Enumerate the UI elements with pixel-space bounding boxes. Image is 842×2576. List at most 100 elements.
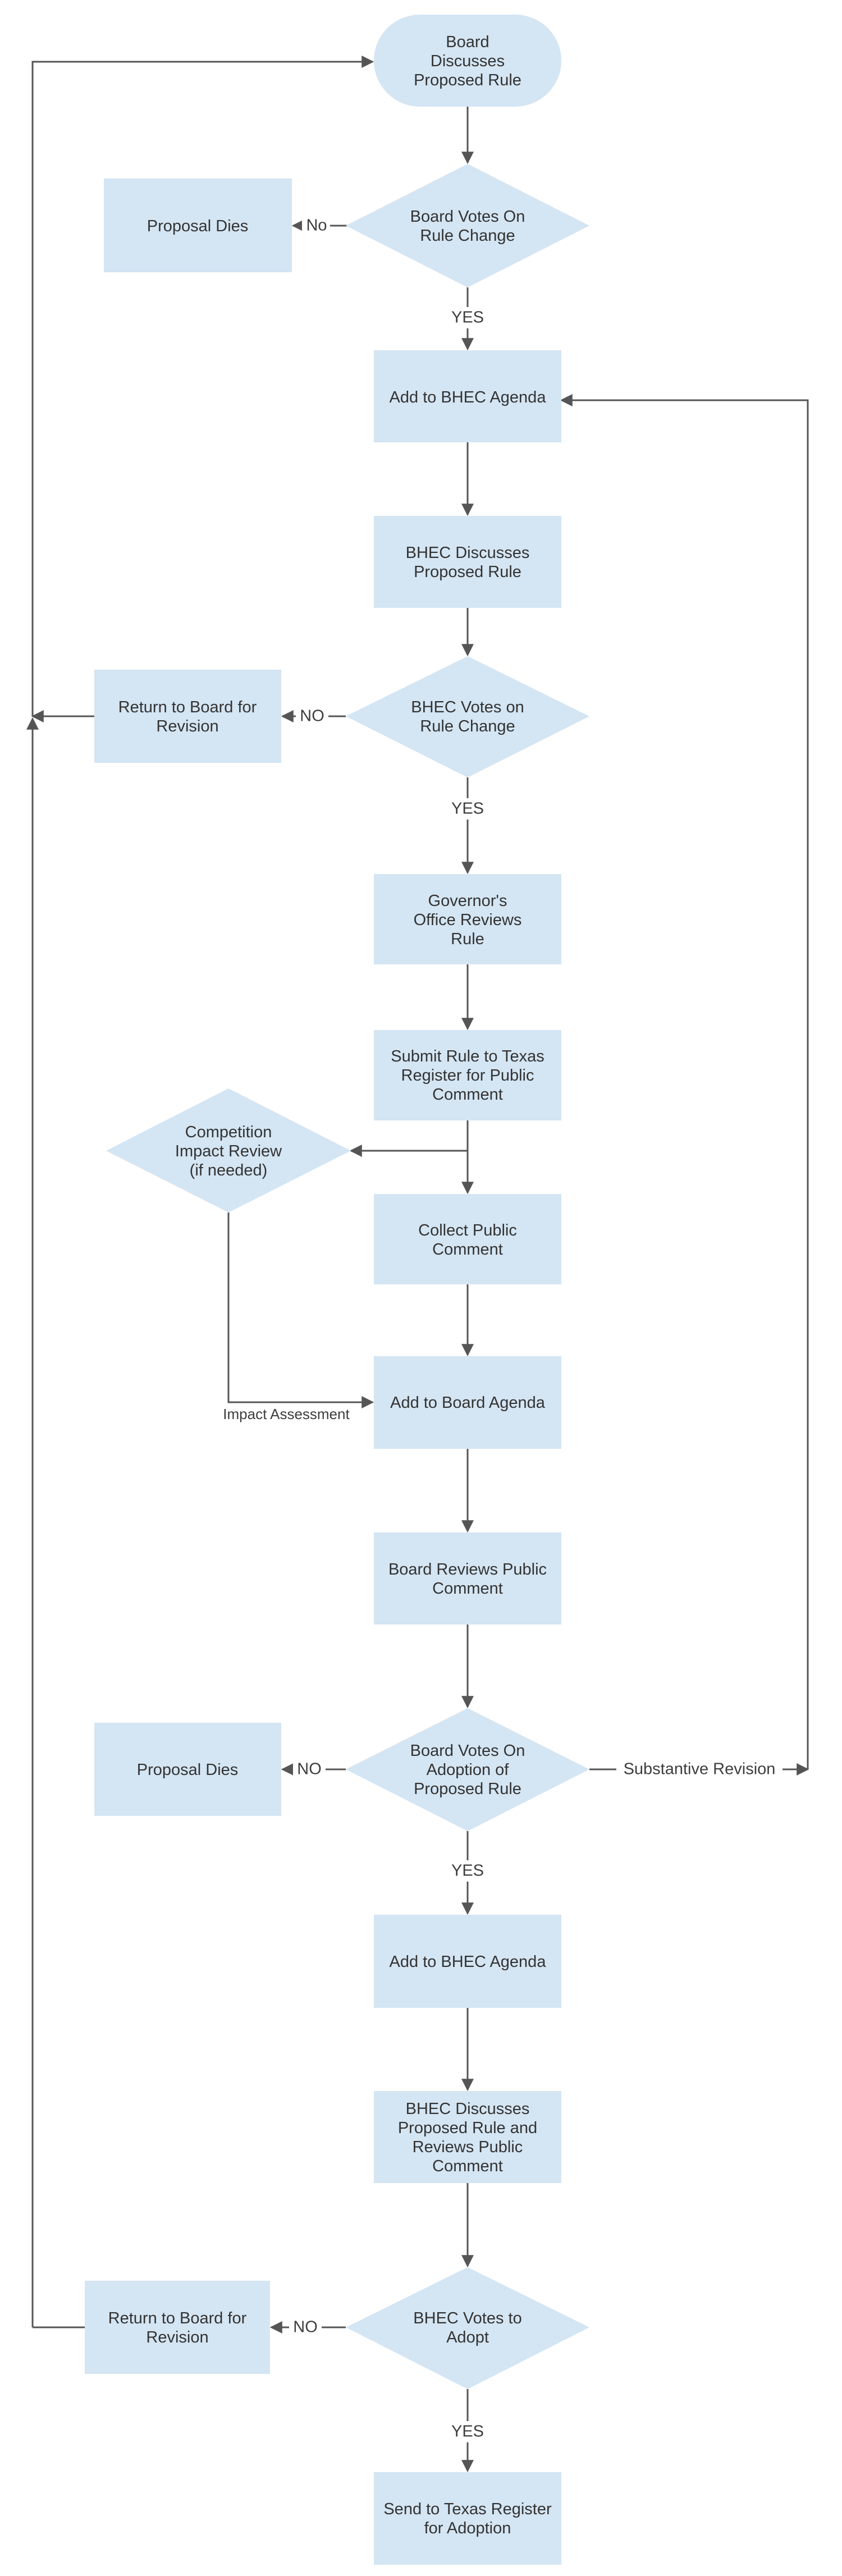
label-line: Rule Change [420,717,515,735]
label-line: Proposal Dies [147,217,249,235]
bhec-agenda2-box [374,1915,561,2008]
label-line: Add to BHEC Agenda [390,1953,547,1971]
label-line: Add to Board Agenda [390,1394,546,1412]
label-line: BHEC Discusses [406,544,530,562]
label-line: Proposed Rule [414,563,521,581]
dies1-label: Proposal Dies [147,217,249,235]
start-terminal [374,15,561,107]
label-line: Return to Board for [118,698,257,716]
label-line: Collect Public [418,1221,517,1239]
edge-label-yes3: YES [451,1862,484,1880]
label-line: Return to Board for [108,2309,247,2327]
impact-decision [106,1088,351,1212]
edge-label-no2: NO [300,707,324,725]
label-line: Competition [185,1123,272,1141]
send-box [374,2472,561,2565]
board-agenda-label: Add to Board Agenda [390,1394,546,1412]
label-line: Governor's [428,892,507,910]
label-line: Discusses [431,52,505,70]
label-line: BHEC Discusses [406,2100,530,2118]
label-line: Reviews Public [413,2138,523,2156]
label-line: Board Votes On [410,208,525,226]
label-line: Comment [432,2157,503,2175]
label-line: Office Reviews [414,911,522,929]
return2-box [85,2281,270,2374]
label-line: Send to Texas Register [383,2500,552,2518]
label-line: (if needed) [190,1161,268,1179]
board-review-box [374,1532,561,1625]
shapes [85,15,589,2565]
label-line: Revision [156,717,218,735]
bhec-discuss1-box [374,516,561,608]
return1-box [94,670,281,763]
label-line: Board Votes On [410,1742,525,1760]
label-line: Board [446,33,489,51]
board-agenda-box [374,1356,561,1449]
label-line: Add to BHEC Agenda [390,388,547,406]
connectors [26,56,809,2473]
edge-label-no4: NO [293,2318,318,2336]
connector-impact-to-board-agenda [227,1212,374,1408]
connector-revision-loop-to-bhec-agenda1 [560,394,809,1769]
label-line: Board Reviews Public [388,1561,547,1578]
edge-label-no1: No [306,217,327,235]
edge-label-yes4: YES [451,2423,484,2441]
bhec-agenda1-box [374,350,561,442]
vote-adopt-decision [346,1708,589,1831]
edge-label-no3: NO [297,1760,322,1778]
submit-box [374,1030,561,1120]
label-line: Adoption of [427,1761,510,1779]
label-line: Comment [432,1086,503,1104]
bhec-agenda1-label: Add to BHEC Agenda [390,388,547,406]
dies2-label: Proposal Dies [137,1761,239,1779]
label-line: Impact Review [175,1142,282,1160]
edge-label-substantive-revision: Substantive Revision [624,1760,776,1778]
edge-label-yes2: YES [451,800,484,818]
dies1-box [104,179,292,272]
label-line: Proposed Rule [414,71,521,89]
edge-label-yes1: YES [451,309,484,327]
label-line: Submit Rule to Texas [391,1047,544,1065]
label-line: Comment [432,1580,503,1598]
vote1-decision [346,164,589,287]
label-line: Proposed Rule [414,1780,521,1798]
label-line: Rule [451,930,484,948]
bhec-vote1-decision [346,656,589,777]
label-line: Proposal Dies [137,1761,239,1779]
bhec-vote2-decision [346,2267,589,2389]
label-line: for Adoption [424,2519,511,2537]
dies2-box [94,1723,281,1816]
label-line: Adopt [446,2328,489,2346]
bhec-agenda2-label: Add to BHEC Agenda [390,1953,547,1971]
label-line: Proposed Rule and [398,2119,537,2137]
label-line: Comment [432,1241,503,1259]
bhec-discuss2-box [374,2091,561,2183]
label-line: Register for Public [401,1067,534,1085]
label-line: BHEC Votes on [411,698,524,716]
connector-left-loop-upper [31,56,374,716]
label-line: Revision [146,2328,208,2346]
label-line: Rule Change [420,227,515,245]
label-line: BHEC Votes to [413,2309,521,2327]
edge-labels: No YES NO YES Impact Assessment NO Subst… [217,215,782,2442]
governor-box [374,874,561,964]
collect-box [374,1194,561,1284]
